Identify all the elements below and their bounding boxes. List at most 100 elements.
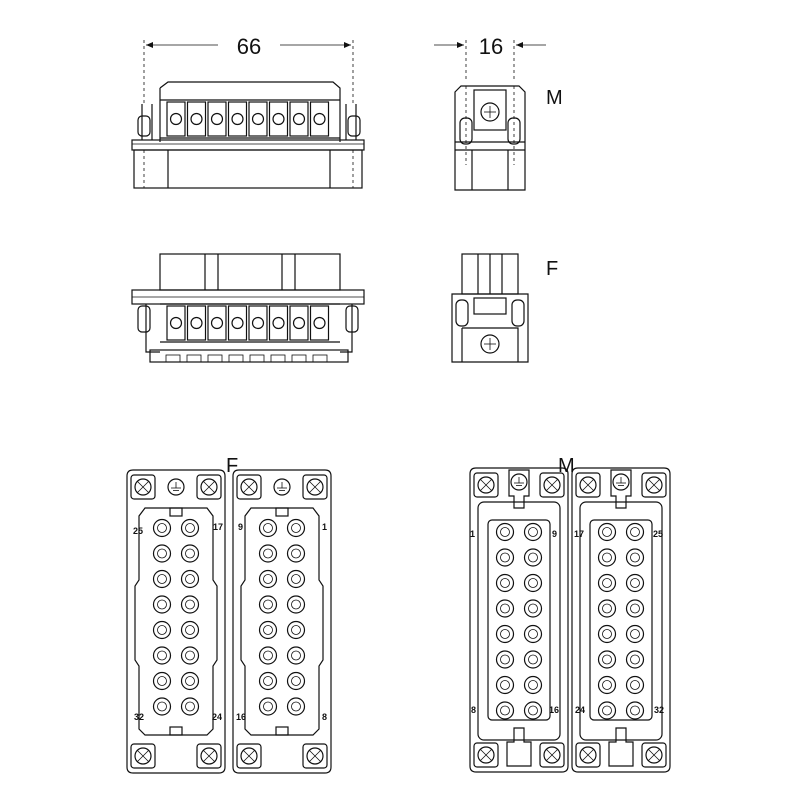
female-contact xyxy=(258,671,278,691)
male-contact-inner xyxy=(602,629,612,639)
pin-label-mr-br: 32 xyxy=(654,705,664,715)
side-female-terminal-screw xyxy=(313,316,326,330)
top-clip xyxy=(508,469,530,509)
female-contact-inner xyxy=(157,676,167,686)
female-contact xyxy=(180,646,200,665)
top-clip xyxy=(610,469,632,509)
side-view-male xyxy=(131,81,365,189)
pin-label-fr-tl: 9 xyxy=(238,522,243,532)
end-view-female xyxy=(451,253,529,363)
mount-screw-frame xyxy=(473,472,499,498)
pin-label-ml-bl: 8 xyxy=(471,705,476,715)
side-male-terminal-screw xyxy=(313,112,326,126)
male-contact-inner xyxy=(528,527,538,537)
mount-screw-frame xyxy=(196,474,222,500)
side-male-terminal-screw xyxy=(251,112,265,126)
pin-label-mr-tr: 25 xyxy=(653,529,663,539)
female-contact-inner xyxy=(291,599,301,610)
side-male-terminal-slot xyxy=(186,101,207,137)
foot-tab xyxy=(186,354,202,363)
male-contact xyxy=(597,650,617,669)
side-female-terminal-slot xyxy=(207,305,227,341)
pin-label-mr-bl: 24 xyxy=(575,705,585,715)
female-contact-inner xyxy=(291,701,301,712)
male-contact-inner xyxy=(602,578,612,588)
female-contact-inner xyxy=(291,625,301,635)
female-contact xyxy=(258,620,278,640)
side-male-terminal-slot xyxy=(166,101,186,137)
side-male-terminal-screw xyxy=(272,112,285,126)
mount-screw-frame xyxy=(302,474,328,500)
face-female-module-left xyxy=(126,469,226,774)
male-contact-inner xyxy=(602,680,612,690)
face-view-female-label: F xyxy=(226,455,238,477)
mount-screw-slot xyxy=(480,479,492,491)
male-contact-inner xyxy=(528,552,538,563)
male-contact xyxy=(597,701,617,720)
female-contact xyxy=(258,595,278,614)
side-female-terminal-slot xyxy=(186,305,207,341)
male-contact xyxy=(495,522,515,542)
coding-tab xyxy=(275,726,289,736)
female-contact xyxy=(286,697,306,716)
mount-screw xyxy=(477,746,495,764)
female-contact xyxy=(152,595,172,614)
pin-label-fr-tr: 1 xyxy=(322,522,327,532)
side-female-terminal-slot xyxy=(289,305,309,341)
side-female-terminal-slot xyxy=(227,305,248,341)
female-contact xyxy=(286,544,306,563)
side-female-terminal-slot xyxy=(268,305,289,341)
mount-screw xyxy=(240,478,258,496)
female-contact xyxy=(180,620,200,640)
female-contact xyxy=(258,569,278,589)
male-contact xyxy=(597,573,617,593)
male-contact-inner xyxy=(630,552,640,563)
mount-screw-slot xyxy=(309,750,321,762)
foot-tab xyxy=(228,354,244,363)
male-contact-inner xyxy=(630,578,640,588)
pin-label-fr-br: 8 xyxy=(322,712,327,722)
male-contact-inner xyxy=(602,705,612,716)
female-contact xyxy=(152,620,172,640)
mount-screw xyxy=(579,476,597,494)
mount-screw-slot xyxy=(203,481,215,493)
module-outline xyxy=(571,467,671,773)
contact-hood xyxy=(477,501,561,741)
female-contact-inner xyxy=(185,523,195,533)
contact-hood xyxy=(579,501,663,741)
side-female-terminal-screw xyxy=(210,316,224,330)
male-contact xyxy=(523,675,543,695)
side-view-female xyxy=(131,253,365,363)
female-contact xyxy=(258,697,278,716)
female-contact-inner xyxy=(185,599,195,610)
side-female-terminal-screw xyxy=(169,316,183,330)
bottom-clip xyxy=(506,727,532,767)
mount-screw-frame xyxy=(473,742,499,768)
contact-insert xyxy=(589,519,653,721)
male-contact xyxy=(523,548,543,567)
coding-tab xyxy=(169,726,183,736)
side-male-terminal-screw xyxy=(210,112,224,126)
pin-label-fl-br: 24 xyxy=(212,712,222,722)
male-contact xyxy=(495,599,515,618)
side-male-terminal-screw xyxy=(292,112,306,126)
male-contact-inner xyxy=(630,629,640,639)
male-contact-inner xyxy=(500,705,510,716)
side-male-terminal-screw xyxy=(169,112,183,126)
male-contact xyxy=(523,599,543,618)
female-contact-inner xyxy=(263,574,273,584)
male-contact-inner xyxy=(602,552,612,563)
male-contact-inner xyxy=(500,603,510,614)
female-contact-inner xyxy=(157,701,167,712)
end-view-male xyxy=(454,85,526,191)
female-contact-inner xyxy=(263,523,273,533)
male-contact-inner xyxy=(528,578,538,588)
female-contact-inner xyxy=(291,523,301,533)
contact-insert xyxy=(487,519,551,721)
male-contact xyxy=(625,650,645,669)
mount-screw xyxy=(543,476,561,494)
foot-tab xyxy=(291,354,307,363)
contact-carrier xyxy=(134,507,218,736)
face-male-module-left xyxy=(469,467,569,773)
male-contact xyxy=(523,701,543,720)
